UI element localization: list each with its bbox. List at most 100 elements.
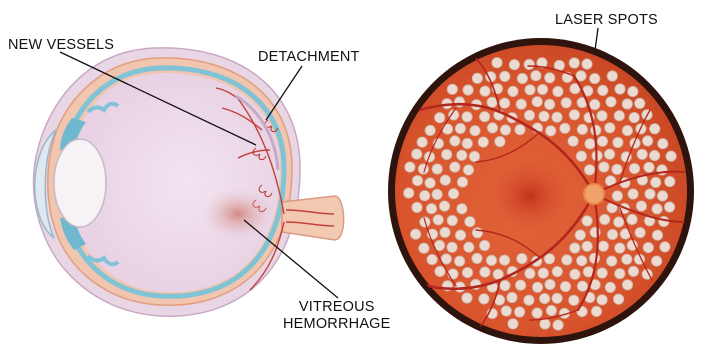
- optic-nerve: [282, 196, 344, 240]
- laser-spot: [600, 214, 610, 224]
- laser-spot: [462, 112, 472, 122]
- laser-spot: [544, 254, 554, 264]
- laser-spot: [425, 125, 435, 135]
- laser-spot: [607, 256, 617, 266]
- laser-spot: [657, 191, 667, 201]
- laser-spot: [637, 149, 647, 159]
- laser-spot: [462, 293, 472, 303]
- laser-spot: [455, 282, 465, 292]
- laser-spot: [615, 243, 625, 253]
- laser-spot: [412, 202, 422, 212]
- laser-spot: [614, 111, 624, 121]
- laser-spot: [500, 280, 510, 290]
- laser-spot: [410, 229, 420, 239]
- laser-spot: [560, 281, 570, 291]
- laser-spot: [447, 215, 457, 225]
- laser-spot: [487, 97, 497, 107]
- laser-spot: [540, 319, 550, 329]
- label-vitreous-hemorrhage: VITREOUS HEMORRHAGE: [283, 299, 391, 333]
- laser-spot: [524, 110, 534, 120]
- laser-spot: [605, 123, 615, 133]
- laser-spot: [584, 165, 594, 175]
- laser-spot: [649, 150, 659, 160]
- laser-spot: [480, 267, 490, 277]
- laser-spot: [450, 162, 460, 172]
- laser-spot: [545, 279, 555, 289]
- laser-spot: [404, 188, 414, 198]
- laser-spot: [576, 151, 586, 161]
- laser-spot: [597, 268, 607, 278]
- laser-spot: [532, 97, 542, 107]
- laser-spot: [524, 295, 534, 305]
- laser-spot: [439, 201, 449, 211]
- fundus-laser-view: [388, 38, 694, 344]
- label-laser-spots: LASER SPOTS: [555, 12, 658, 29]
- laser-spot: [480, 86, 490, 96]
- laser-spot: [457, 177, 467, 187]
- laser-spot: [605, 282, 615, 292]
- laser-spot: [628, 86, 638, 96]
- laser-spot: [539, 293, 549, 303]
- laser-spot: [417, 137, 427, 147]
- laser-spot: [606, 97, 616, 107]
- laser-spot: [447, 242, 457, 252]
- laser-spot: [517, 73, 527, 83]
- laser-spot: [514, 307, 524, 317]
- laser-spot: [598, 85, 608, 95]
- laser-spot: [507, 292, 517, 302]
- laser-spot: [486, 255, 496, 265]
- laser-spot: [420, 191, 430, 201]
- laser-spot: [500, 71, 510, 81]
- laser-spot: [569, 295, 579, 305]
- laser-spot: [515, 280, 525, 290]
- laser-spot: [552, 293, 562, 303]
- laser-spot: [628, 189, 638, 199]
- laser-spot: [651, 177, 661, 187]
- laser-spot: [553, 320, 563, 330]
- laser-spot: [517, 253, 527, 263]
- laser-spot: [427, 254, 437, 264]
- laser-spot: [434, 240, 444, 250]
- laser-spot: [463, 165, 473, 175]
- laser-spot: [532, 282, 542, 292]
- laser-spot: [500, 125, 510, 135]
- laser-spot: [642, 136, 652, 146]
- laser-spot: [538, 268, 548, 278]
- laser-spot: [599, 162, 609, 172]
- laser-spot: [629, 163, 639, 173]
- laser-spot: [432, 164, 442, 174]
- laser-spot: [552, 112, 562, 122]
- laser-spot: [552, 266, 562, 276]
- laser-spot: [652, 204, 662, 214]
- laser-spot: [613, 137, 623, 147]
- laser-spot: [463, 85, 473, 95]
- laser-spot: [479, 294, 489, 304]
- label-detachment: DETACHMENT: [258, 49, 360, 66]
- laser-spot: [613, 294, 623, 304]
- laser-spot: [545, 73, 555, 83]
- laser-spot: [582, 241, 592, 251]
- laser-spot: [569, 110, 579, 120]
- laser-spot: [455, 230, 465, 240]
- laser-spot: [472, 228, 482, 238]
- laser-spot: [472, 73, 482, 83]
- laser-spot: [629, 112, 639, 122]
- laser-spot: [435, 266, 445, 276]
- laser-spot: [531, 71, 541, 81]
- laser-spot: [432, 189, 442, 199]
- laser-spot: [435, 113, 445, 123]
- laser-spot: [462, 267, 472, 277]
- laser-spot: [597, 111, 607, 121]
- laser-spot: [478, 137, 488, 147]
- laser-spot: [405, 162, 415, 172]
- laser-spot: [425, 178, 435, 188]
- laser-spot: [440, 175, 450, 185]
- laser-spot: [635, 98, 645, 108]
- laser-spot: [447, 84, 457, 94]
- laser-spot: [455, 123, 465, 133]
- laser-spot: [660, 242, 670, 252]
- laser-spot: [635, 227, 645, 237]
- laser-spot: [591, 306, 601, 316]
- laser-spot: [515, 125, 525, 135]
- laser-spot: [590, 227, 600, 237]
